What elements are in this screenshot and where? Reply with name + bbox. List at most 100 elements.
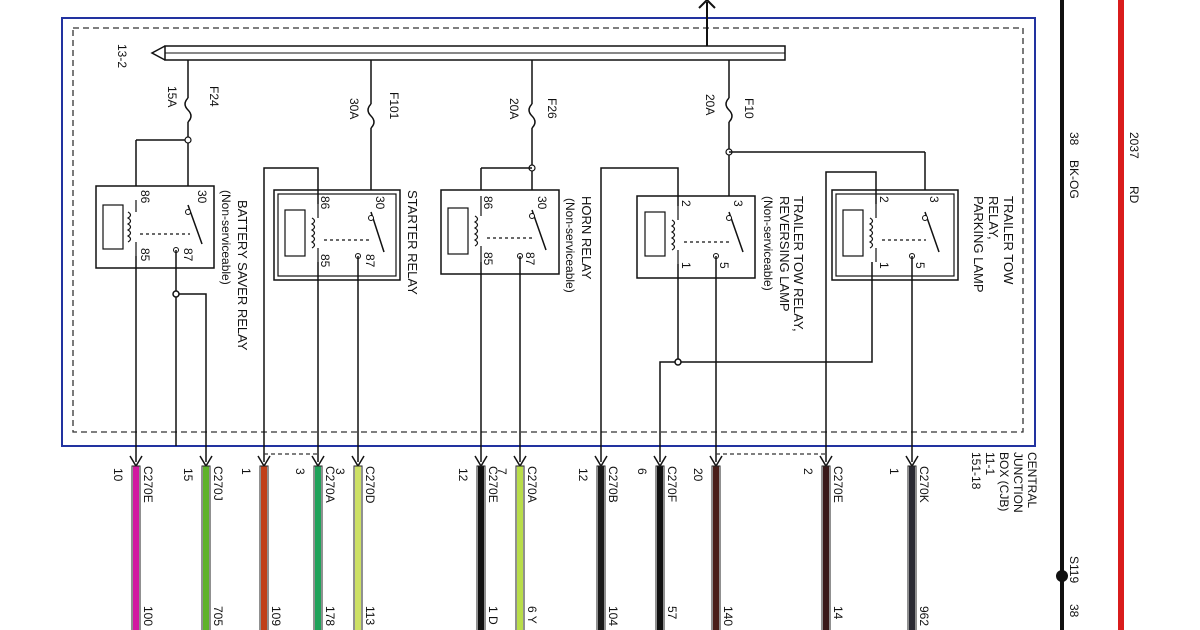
relay4-name-line1: TRAILER TOW RELAY, (791, 196, 806, 332)
relay1-pin-86: 86 (138, 190, 152, 204)
connector-name: C270J (211, 466, 225, 501)
relay3-pin-85: 85 (481, 252, 495, 266)
splice-circuit: 38 (1067, 604, 1081, 618)
connector-5: 12 C270E 1 D (456, 455, 500, 630)
connector-wire-outline (131, 465, 141, 630)
connector-wire-outline (655, 465, 665, 630)
battery-saver-relay (95, 185, 215, 269)
relay4-pin-2: 2 (679, 200, 693, 207)
connector-name: C270B (606, 466, 620, 503)
connector-circuit: 705 (211, 606, 225, 626)
relay4-note: (Non-serviceable) (761, 196, 775, 291)
connector-wire-outline (353, 465, 363, 630)
connector-wire-outline (907, 465, 917, 630)
cjb-frame (61, 17, 1036, 447)
connector-circuit: 109 (269, 606, 283, 626)
power-bus-bar (150, 45, 786, 61)
relay5-name-line3: PARKING LAMP (971, 196, 986, 293)
fuse-f26-id: F26 (545, 98, 559, 119)
relay3-pin-86: 86 (481, 196, 495, 210)
feed-arrow-icon (698, 0, 716, 9)
cjb-label-line1: CENTRAL (1025, 452, 1039, 508)
connector-1: 15 C270J 705 (181, 455, 225, 630)
cjb-label-line4: 11-1 (983, 452, 997, 475)
connector-pin-number: 3 (333, 468, 347, 475)
connector-circuit: 14 (831, 606, 845, 620)
relay2-pin-30: 30 (373, 196, 387, 210)
relay1-pin-30: 30 (195, 190, 209, 204)
relay2-name: STARTER RELAY (405, 190, 420, 295)
relay1-pin-85: 85 (138, 248, 152, 262)
connector-name: C270D (363, 466, 377, 504)
connector-7: 12 C270B 104 (576, 455, 620, 630)
connector-wire-outline (313, 465, 323, 630)
connector-pin-number: 10 (111, 468, 125, 482)
connector-9: 20 140 (691, 455, 735, 630)
cjb-inner-boundary (72, 27, 1024, 433)
connector-wire-outline (821, 465, 831, 630)
connector-name: C270F (665, 466, 679, 502)
fuse-f101-rating: 30A (347, 98, 361, 119)
relay5-pin-1: 1 (877, 262, 891, 269)
connector-circuit: 178 (323, 606, 337, 626)
connector-name: C270E (831, 466, 845, 503)
connector-wire-outline (476, 465, 486, 630)
relay4-name-line2: REVERSING LAMP (777, 196, 792, 312)
connector-pin-number: 15 (181, 468, 195, 482)
fuse-f101 (367, 60, 375, 196)
relay5-pin-5: 5 (913, 262, 927, 269)
cjb-label-line2: JUNCTION (1011, 452, 1025, 513)
fuse-f26-rating: 20A (507, 98, 521, 119)
connector-name: C270K (917, 466, 931, 503)
splice-label: S119 (1067, 556, 1081, 583)
relay5-name-line2: RELAY, (986, 196, 1001, 240)
wire-38-color-code: BK-OG (1067, 160, 1081, 199)
relay1-name: BATTERY SAVER RELAY (235, 200, 250, 351)
connector-pin-number: 7 (495, 468, 509, 475)
connector-circuit: 962 (917, 606, 931, 626)
connector-circuit: 104 (606, 606, 620, 626)
relay4-pin-3: 3 (731, 200, 745, 207)
relay3-name: HORN RELAY (579, 196, 594, 280)
fuse-f26 (480, 60, 536, 196)
connector-pin-number: 20 (691, 468, 705, 482)
trailer-tow-reversing-relay (636, 195, 756, 279)
fuse-f24-id: F24 (207, 86, 221, 107)
relay3-pin-87: 87 (523, 252, 537, 266)
wire-38-circuit: 38 (1067, 132, 1081, 146)
connector-circuit: 1 D (486, 606, 500, 625)
relay5-pin-2: 2 (877, 196, 891, 203)
connector-wire-outline (259, 465, 269, 630)
fuse-f10 (725, 60, 926, 196)
cjb-label-line5: 151-18 (969, 452, 983, 490)
horn-relay (440, 189, 560, 275)
connector-circuit: 140 (721, 606, 735, 626)
connector-circuit: 6 Y (525, 606, 539, 624)
relay5-name-line1: TRAILER TOW (1001, 196, 1016, 285)
connector-pin-number: 12 (456, 468, 470, 482)
connector-pin-number: 1 (887, 468, 901, 475)
wire-2037-circuit: 2037 (1127, 132, 1141, 159)
connector-circuit: 57 (665, 606, 679, 620)
connector-wire-outline (201, 465, 211, 630)
connector-circuit: 100 (141, 606, 155, 626)
connector-name: C270E (486, 466, 500, 503)
splice-s119 (1056, 570, 1068, 582)
connector-11: 1 C270K 962 (887, 455, 931, 630)
connector-pin-number: 12 (576, 468, 590, 482)
bus-label: 13-2 (115, 44, 129, 68)
fuse-f10-id: F10 (742, 98, 756, 119)
relay1-pin-87: 87 (181, 248, 195, 262)
connector-wire-outline (711, 465, 721, 630)
cjb-label-line3: BOX (CJB) (997, 452, 1011, 511)
relay2-pin-85: 85 (318, 254, 332, 268)
relay2-pin-87: 87 (363, 254, 377, 268)
internal-wiring (135, 167, 913, 462)
